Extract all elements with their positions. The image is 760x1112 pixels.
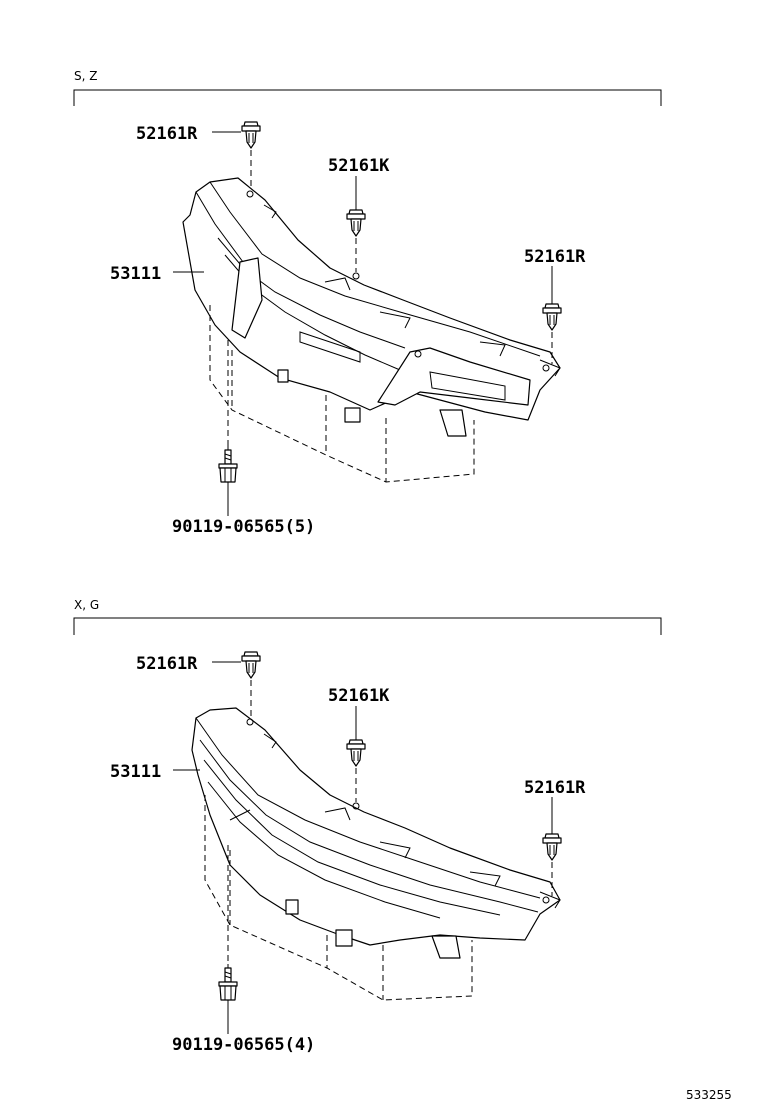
- section-1-clip-left-icon: [241, 121, 261, 149]
- section-1-label-screw: 90119-06565(5): [172, 517, 315, 537]
- section-2-grille-shape: [191, 707, 561, 959]
- section-2-label-clip-right: 52161R: [524, 778, 586, 798]
- section-1-label-grille: 53111: [110, 264, 161, 284]
- section-1-clip-right-icon: [542, 303, 562, 331]
- figure-id: 533255: [686, 1088, 732, 1102]
- section-1-variant-label: S, Z: [74, 69, 97, 83]
- section-2-label-clip-left: 52161R: [136, 654, 198, 674]
- section-1-bracket: [73, 89, 662, 106]
- section-2-screw-icon: [218, 963, 238, 1001]
- section-2-label-screw: 90119-06565(4): [172, 1035, 315, 1055]
- section-1-label-clip-left: 52161R: [136, 124, 198, 144]
- section-2-label-grille: 53111: [110, 762, 161, 782]
- section-1: S, Z: [73, 69, 662, 537]
- section-2: X, G: [73, 598, 662, 1055]
- section-1-label-clip-right: 52161R: [524, 247, 586, 267]
- section-2-bracket: [73, 617, 662, 635]
- section-2-variant-label: X, G: [74, 598, 99, 612]
- section-1-label-clip-center: 52161K: [328, 156, 390, 176]
- section-2-label-clip-center: 52161K: [328, 686, 390, 706]
- section-2-mounting-guide: [204, 795, 473, 1001]
- section-2-clip-center-icon: [346, 739, 366, 767]
- section-1-mounting-guide: [209, 305, 475, 483]
- section-1-grille-shape: [182, 177, 561, 437]
- section-2-clip-right-icon: [542, 833, 562, 861]
- section-1-clip-center-icon: [346, 209, 366, 237]
- section-2-clip-left-icon: [241, 651, 261, 679]
- section-1-screw-icon: [218, 445, 238, 483]
